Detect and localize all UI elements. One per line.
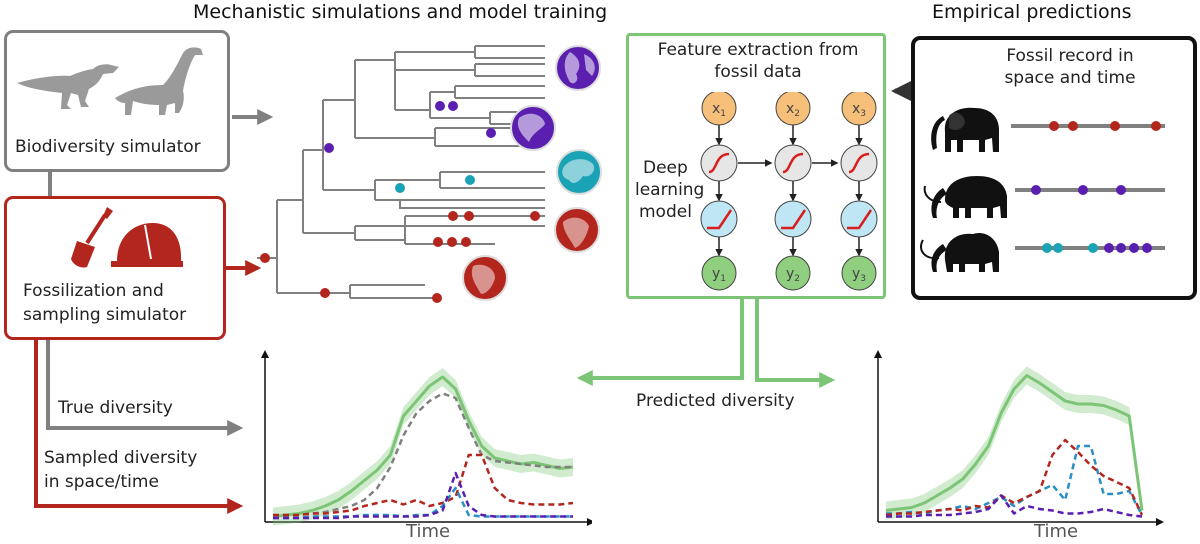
output-y3-label: y3 <box>852 266 866 284</box>
arrow-predicted-left <box>576 299 744 386</box>
simulated-diversity-chart <box>261 350 592 526</box>
sampled-diversity-label-line2: in space/time <box>44 472 159 492</box>
series-line-2 <box>885 438 1144 517</box>
series-line-0 <box>885 374 1144 512</box>
fossilization-simulator-box: Fossilization and sampling simulator <box>4 196 226 340</box>
fossil-record-box: Fossil record in space and time <box>911 36 1197 300</box>
arrow-sampled-diversity <box>34 340 244 514</box>
fossilization-label-line1: Fossilization and <box>23 281 164 301</box>
empirical-diversity-chart <box>874 350 1164 526</box>
y-axis-arrow <box>874 350 882 358</box>
x-axis-arrow <box>1156 518 1164 526</box>
model-label-line1: Deep <box>643 158 688 178</box>
globe-icons <box>462 45 602 301</box>
arrow-true-diversity <box>46 340 244 436</box>
series-line-0 <box>272 375 574 518</box>
time-label-left: Time <box>406 521 451 542</box>
phylogenetic-tree <box>257 45 602 303</box>
feature-extraction-box: Feature extraction from fossil data Deep… <box>626 33 886 299</box>
series-line-2 <box>273 453 574 517</box>
mammoth-icon <box>920 232 999 272</box>
predicted-diversity-label: Predicted diversity <box>636 391 795 411</box>
feature-title-line1: Feature extraction from <box>657 40 859 60</box>
dinosaur-icon <box>17 47 203 115</box>
elephant-icon <box>931 107 999 152</box>
mastodon-icon <box>923 176 1007 218</box>
input-x1-label: x1 <box>712 101 726 119</box>
output-y1-label: y1 <box>712 266 726 284</box>
y-axis-arrow <box>261 350 269 358</box>
feature-title-line2: fossil data <box>714 62 802 82</box>
neural-network: x1 x2 x3 y1 y2 y3 <box>700 92 878 291</box>
model-label-line3: model <box>639 202 692 222</box>
fossilization-label-line2: sampling simulator <box>23 305 187 325</box>
shovel-helmet-icon <box>71 207 183 268</box>
output-y2-label: y2 <box>786 266 800 284</box>
series-line-4 <box>273 471 573 520</box>
time-label-right: Time <box>1034 521 1079 542</box>
true-diversity-label: True diversity <box>58 398 173 418</box>
uncertainty-band <box>273 368 573 526</box>
fossil-record-title-line1: Fossil record in <box>1006 46 1134 66</box>
x-axis-arrow <box>587 518 592 526</box>
heading-mechanistic: Mechanistic simulations and model traini… <box>193 1 608 23</box>
fossil-record-title-line2: space and time <box>1004 68 1136 88</box>
arrow-predicted-right <box>755 299 836 388</box>
sampled-diversity-label-line1: Sampled diversity <box>44 448 198 468</box>
model-label-line2: learning <box>635 180 705 200</box>
input-x3-label: x3 <box>852 101 866 119</box>
biodiversity-simulator-label: Biodiversity simulator <box>15 137 201 157</box>
biodiversity-simulator-box: Biodiversity simulator <box>4 30 230 172</box>
series-line-3 <box>886 494 1143 518</box>
fossil-record-timelines <box>920 107 1165 272</box>
input-x2-label: x2 <box>786 101 800 119</box>
heading-empirical: Empirical predictions <box>932 1 1132 23</box>
